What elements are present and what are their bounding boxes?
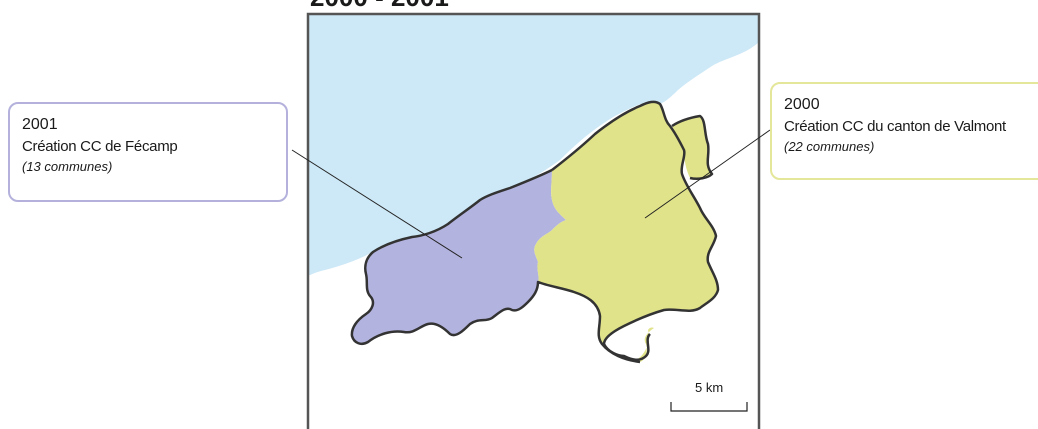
valmont-lobe xyxy=(672,116,712,179)
valmont-area xyxy=(534,101,718,363)
fecamp-commune-count: (13 communes) xyxy=(22,159,113,174)
scale-line xyxy=(670,402,748,412)
fecamp-year: 2001 xyxy=(22,116,58,133)
scale-label: 5 km xyxy=(695,380,723,395)
fecamp-title: Création CC de Fécamp xyxy=(22,138,178,155)
valmont-year: 2000 xyxy=(784,96,820,113)
fecamp-callout: 2001 Création CC de Fécamp (13 communes) xyxy=(8,102,288,202)
scale-bar: 5 km xyxy=(670,380,748,412)
sea-area xyxy=(308,14,759,276)
valmont-commune-count: (22 communes) xyxy=(784,139,875,154)
communities-outline xyxy=(350,100,720,364)
map-title: 2000 - 2001 xyxy=(310,0,449,12)
fecamp-area xyxy=(351,170,566,344)
fecamp-leader-line xyxy=(291,149,463,259)
valmont-leader-line xyxy=(644,129,771,219)
valmont-title: Création CC du canton de Valmont xyxy=(784,118,1006,135)
map-frame xyxy=(306,12,761,429)
valmont-callout: 2000 Création CC du canton de Valmont (2… xyxy=(770,82,1038,180)
